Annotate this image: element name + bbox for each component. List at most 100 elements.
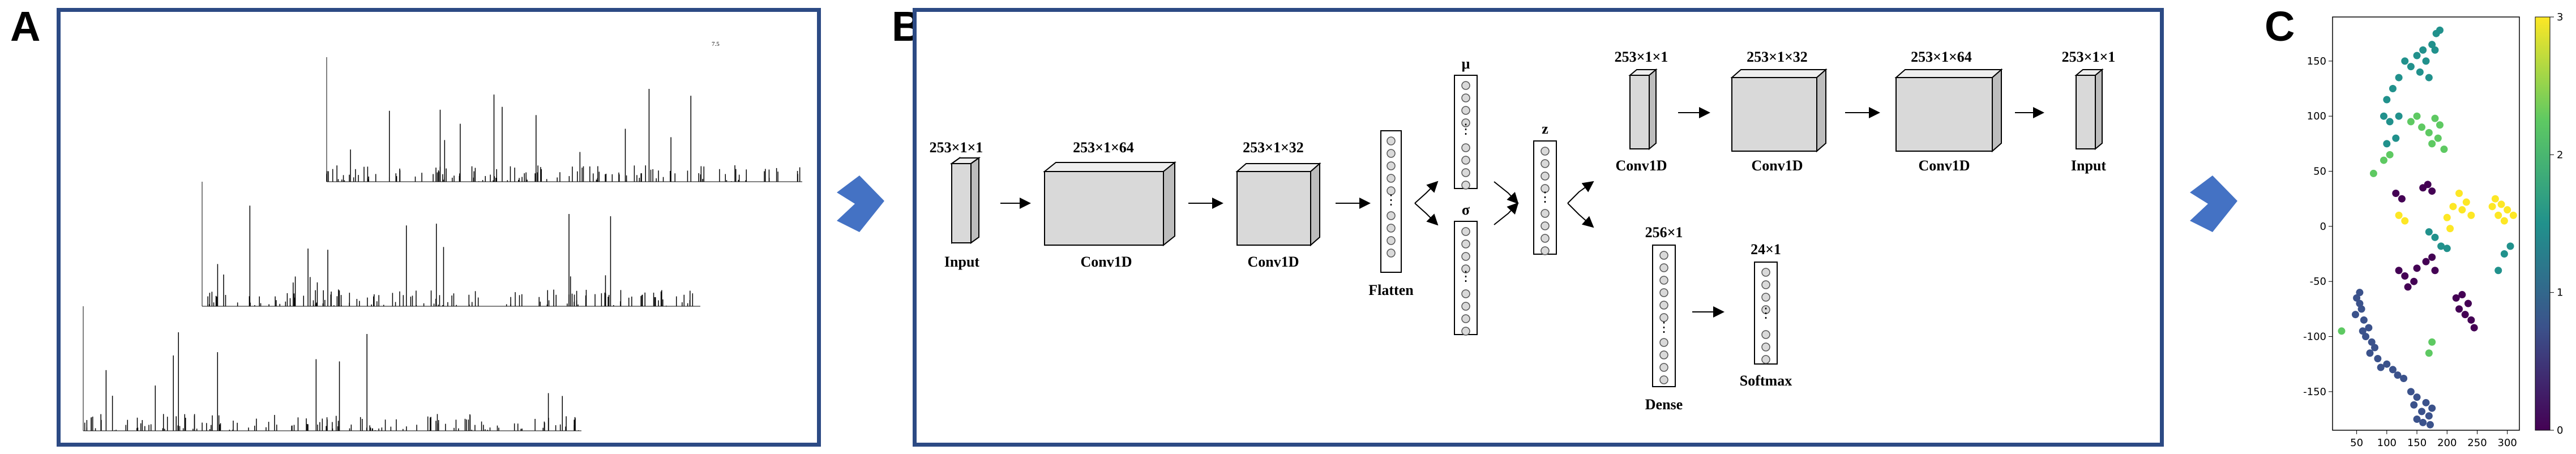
scatter-point — [2443, 213, 2451, 221]
flatten-ellipsis: ⋮ — [1384, 193, 1398, 208]
scatter-point — [2374, 354, 2382, 362]
scatter-point — [2431, 114, 2439, 122]
neuron-node — [1387, 224, 1396, 233]
mu-nodes — [1461, 81, 1470, 190]
neuron-node — [1541, 159, 1550, 168]
scatter-point — [2437, 242, 2445, 250]
scatter-point — [2392, 189, 2400, 197]
neuron-node — [1659, 350, 1668, 359]
enc-conv1-block — [1043, 161, 1176, 247]
dec-output-name: Input — [2071, 157, 2106, 174]
dense-dims: 256×1 — [1645, 224, 1683, 241]
scatter-point — [2394, 371, 2402, 379]
z-ellipsis: ⋮ — [1538, 190, 1552, 205]
scatter-point — [2380, 156, 2387, 164]
scatter-point — [2356, 289, 2364, 297]
scatter-point — [2392, 134, 2400, 142]
scatter-point — [2509, 211, 2517, 219]
neuron-node — [1541, 234, 1550, 243]
flatten-nodes — [1387, 136, 1396, 258]
scatter-point — [2455, 189, 2463, 197]
neuron-node — [1541, 184, 1550, 193]
scatter-point — [2428, 187, 2436, 195]
neuron-node — [1541, 246, 1550, 255]
scatter-point — [2416, 68, 2424, 76]
neuron-node — [1659, 251, 1668, 260]
spectra-peak-label: 7.5 — [712, 41, 720, 48]
neuron-node — [1461, 93, 1470, 102]
neuron-node — [1761, 280, 1770, 289]
scatter-point — [2428, 140, 2436, 148]
spectra-figure: 7.5 — [83, 41, 802, 431]
dec-conv1-block — [1628, 68, 1658, 151]
dec-conv2-dims: 253×1×32 — [1747, 49, 1808, 65]
scatter-point — [2419, 46, 2427, 54]
neuron-node — [1659, 338, 1668, 347]
scatter-point — [2494, 211, 2502, 219]
scatter-point — [2407, 118, 2415, 126]
neuron-node — [1461, 252, 1470, 261]
dense-nodes — [1659, 251, 1668, 384]
neuron-node — [1461, 314, 1470, 323]
neuron-node — [1761, 268, 1770, 277]
x-tick-label: 250 — [2467, 437, 2487, 449]
scatter-point — [2467, 211, 2475, 219]
mu-label: μ — [1462, 55, 1470, 72]
scatter-plot-area — [2332, 16, 2520, 431]
neuron-node — [1541, 209, 1550, 218]
colorbar-tick-label: 0 — [2557, 425, 2563, 436]
enc-conv2-name: Conv1D — [1247, 254, 1299, 270]
neuron-node — [1761, 330, 1770, 339]
scatter-point — [2395, 74, 2403, 82]
scatter-point — [2497, 200, 2505, 208]
softmax-name: Softmax — [1740, 372, 1792, 389]
dec-conv3-block — [1894, 68, 2003, 153]
x-tick-label: 200 — [2437, 437, 2457, 449]
dec-conv3-dims: 253×1×64 — [1911, 49, 1972, 65]
panel-a-spectra: 7.5 — [57, 8, 821, 447]
y-tick-label: -100 — [2303, 331, 2326, 343]
scatter-point — [2488, 203, 2496, 211]
neuron-node — [1541, 147, 1550, 156]
neuron-node — [1461, 81, 1470, 90]
sigma-ellipsis: ⋮ — [1459, 269, 1473, 284]
softmax-ellipsis: ⋮ — [1759, 306, 1773, 321]
scatter-point — [2413, 393, 2421, 401]
neuron-node — [1387, 149, 1396, 158]
colorbar-tick-label: 1 — [2557, 287, 2563, 299]
scatter-point — [2418, 123, 2426, 131]
neuron-node — [1387, 136, 1396, 145]
scatter-point — [2365, 324, 2373, 332]
neuron-node — [1461, 227, 1470, 236]
scatter-point — [2395, 211, 2403, 219]
scatter-point — [2422, 399, 2430, 406]
scatter-point — [2491, 195, 2499, 203]
scatter-point — [2506, 242, 2514, 250]
scatter-point — [2380, 112, 2387, 120]
scatter-point — [2383, 140, 2391, 148]
neuron-node — [1461, 327, 1470, 336]
neuron-node — [1461, 106, 1470, 115]
scatter-point — [2368, 338, 2376, 346]
scatter-point — [2434, 134, 2442, 142]
enc-conv2-block — [1235, 162, 1321, 247]
neuron-node — [1461, 168, 1470, 177]
mu-ellipsis: ⋮ — [1459, 122, 1473, 137]
neuron-node — [1387, 174, 1396, 183]
neuron-node — [1659, 363, 1668, 372]
colorbar-tick-label: 2 — [2557, 149, 2563, 161]
neuron-node — [1461, 264, 1470, 273]
scatter-point — [2395, 112, 2403, 120]
scatter-point — [2338, 327, 2346, 335]
enc-conv2-dims: 253×1×32 — [1243, 139, 1304, 156]
scatter-point — [2410, 277, 2418, 285]
network-diagram: 253×1×1 Input 253×1×64 Conv1D 253×1×32 C… — [930, 49, 2116, 413]
scatter-point — [2504, 206, 2511, 214]
enc-input-block — [949, 157, 981, 244]
scatter-point — [2407, 388, 2415, 396]
dec-conv2-name: Conv1D — [1751, 157, 1803, 174]
y-tick-label: -150 — [2303, 386, 2326, 398]
scatter-point — [2362, 333, 2370, 341]
scatter-point — [2449, 203, 2457, 211]
